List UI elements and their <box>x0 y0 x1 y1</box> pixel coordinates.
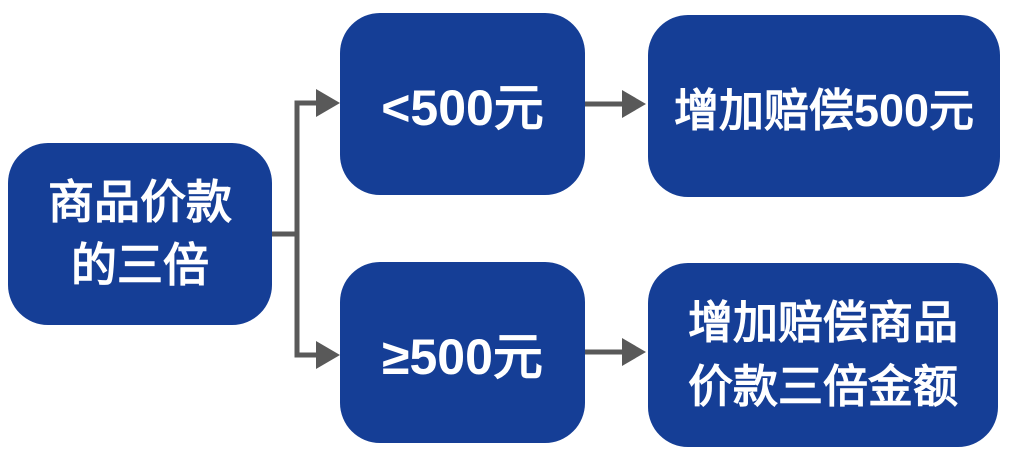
node-result-add-500: 增加赔偿500元 <box>648 15 1000 197</box>
node-label-line: 的三倍 <box>71 239 209 291</box>
arrowhead-bottom-result-icon <box>622 338 646 366</box>
connector-bracket <box>294 100 318 358</box>
arrowhead-top-result-icon <box>622 90 646 118</box>
node-label: 增加赔偿500元 <box>673 84 975 136</box>
node-label: ≥500元 <box>382 328 543 385</box>
node-condition-under-500: <500元 <box>340 13 585 195</box>
node-label-line: 增加赔偿商品 <box>687 297 958 349</box>
arrowhead-top-branch-icon <box>316 89 340 117</box>
arrowhead-bottom-branch-icon <box>316 341 340 369</box>
node-label: <500元 <box>381 80 544 136</box>
node-label-line: 商品价款 <box>48 175 232 228</box>
node-result-add-triple: 增加赔偿商品 价款三倍金额 <box>648 263 998 447</box>
node-label-line: 价款三倍金额 <box>687 361 958 412</box>
node-condition-at-least-500: ≥500元 <box>340 262 585 443</box>
node-product-price-triple: 商品价款 的三倍 <box>8 143 272 325</box>
